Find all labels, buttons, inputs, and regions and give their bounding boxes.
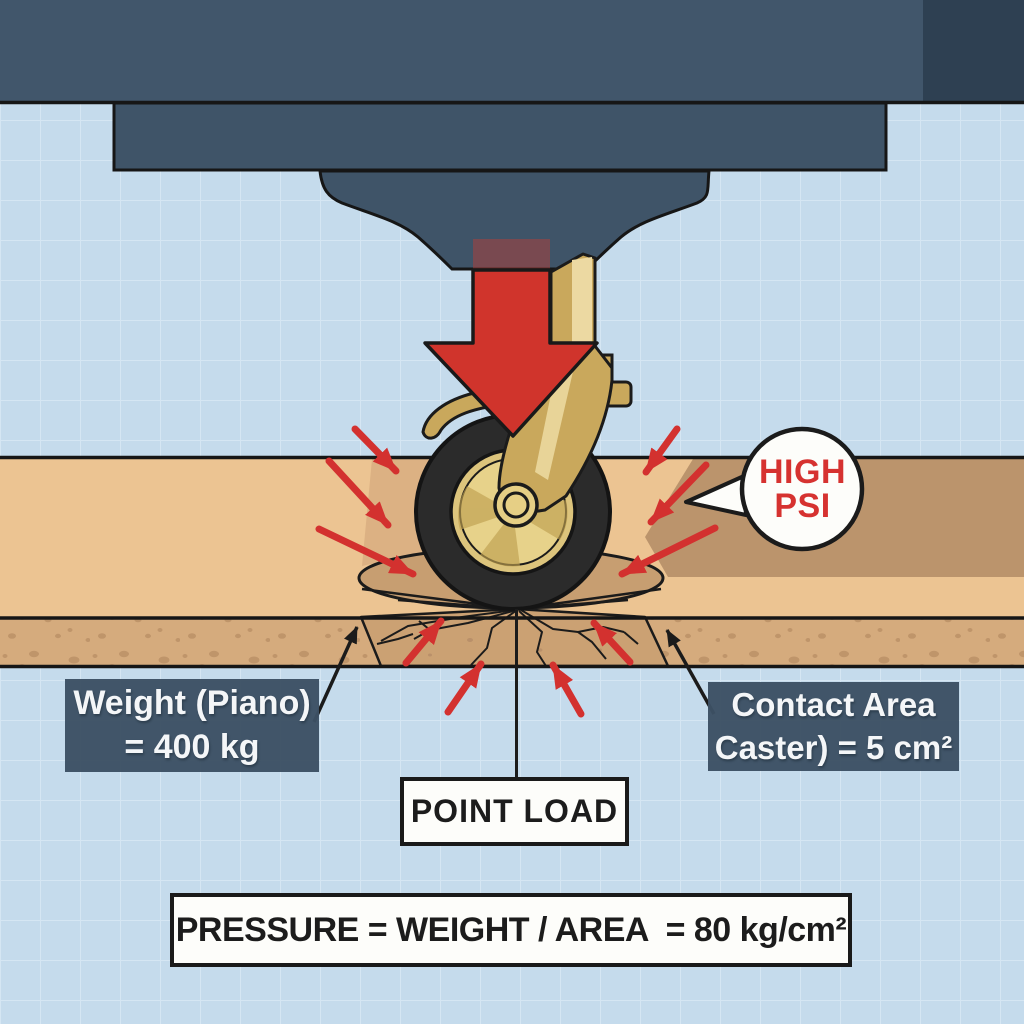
- piano-body-shadow: [923, 0, 1024, 101]
- point-load-text: POINT LOAD: [410, 793, 619, 829]
- speech-bubble: [684, 426, 865, 552]
- contact-leader-arrow: [665, 629, 716, 715]
- pressure-arrow-icon: [402, 617, 445, 667]
- pressure-arrow-icon: [590, 619, 634, 666]
- pressure-arrow-icon: [642, 425, 681, 476]
- contact-label-line1: Contact Area: [731, 686, 936, 724]
- pressure-arrow-icon: [351, 425, 400, 475]
- weight-label-line2: = 400 kg: [124, 727, 260, 766]
- high-psi-callout: HIGH PSI: [742, 431, 863, 548]
- piano-body: [0, 0, 1024, 271]
- pressure-formula-label: PRESSURE = WEIGHT / AREA = 80 kg/cm²: [170, 893, 852, 967]
- stem-highlight: [572, 257, 592, 344]
- pressure-arrow-icon: [647, 461, 710, 526]
- weight-label-line1: Weight (Piano): [73, 683, 311, 722]
- pressure-formula-text: PRESSURE = WEIGHT / AREA = 80 kg/cm²: [175, 910, 847, 949]
- axle-bolt: [493, 482, 539, 528]
- pressure-arrow-icon: [444, 660, 485, 716]
- leader-lines: [312, 609, 716, 779]
- point-load-label: POINT LOAD: [400, 777, 629, 846]
- weight-label: Weight (Piano) = 400 kg: [65, 679, 319, 772]
- fork-highlight: [535, 350, 578, 480]
- pressure-arrows: [315, 425, 719, 718]
- axle-bolt-inner: [502, 491, 530, 519]
- contact-area-label: Contact Area Caster) = 5 cm²: [708, 682, 959, 771]
- high-psi-line1: HIGH: [759, 453, 846, 492]
- caster-assembly: [414, 252, 633, 611]
- pressure-arrow-icon: [315, 525, 417, 578]
- pressure-arrow-icon: [618, 524, 719, 578]
- piano-base-board: [112, 101, 888, 172]
- weight-leader-arrow: [312, 626, 359, 723]
- pressure-arrow-icon: [325, 457, 392, 529]
- contact-label-line2: Caster) = 5 cm²: [714, 728, 953, 766]
- speech-bubble-circle: [739, 426, 865, 552]
- high-psi-line2: PSI: [774, 486, 831, 525]
- pressure-arrow-icon: [549, 661, 585, 718]
- force-arrow-icon: [423, 239, 599, 438]
